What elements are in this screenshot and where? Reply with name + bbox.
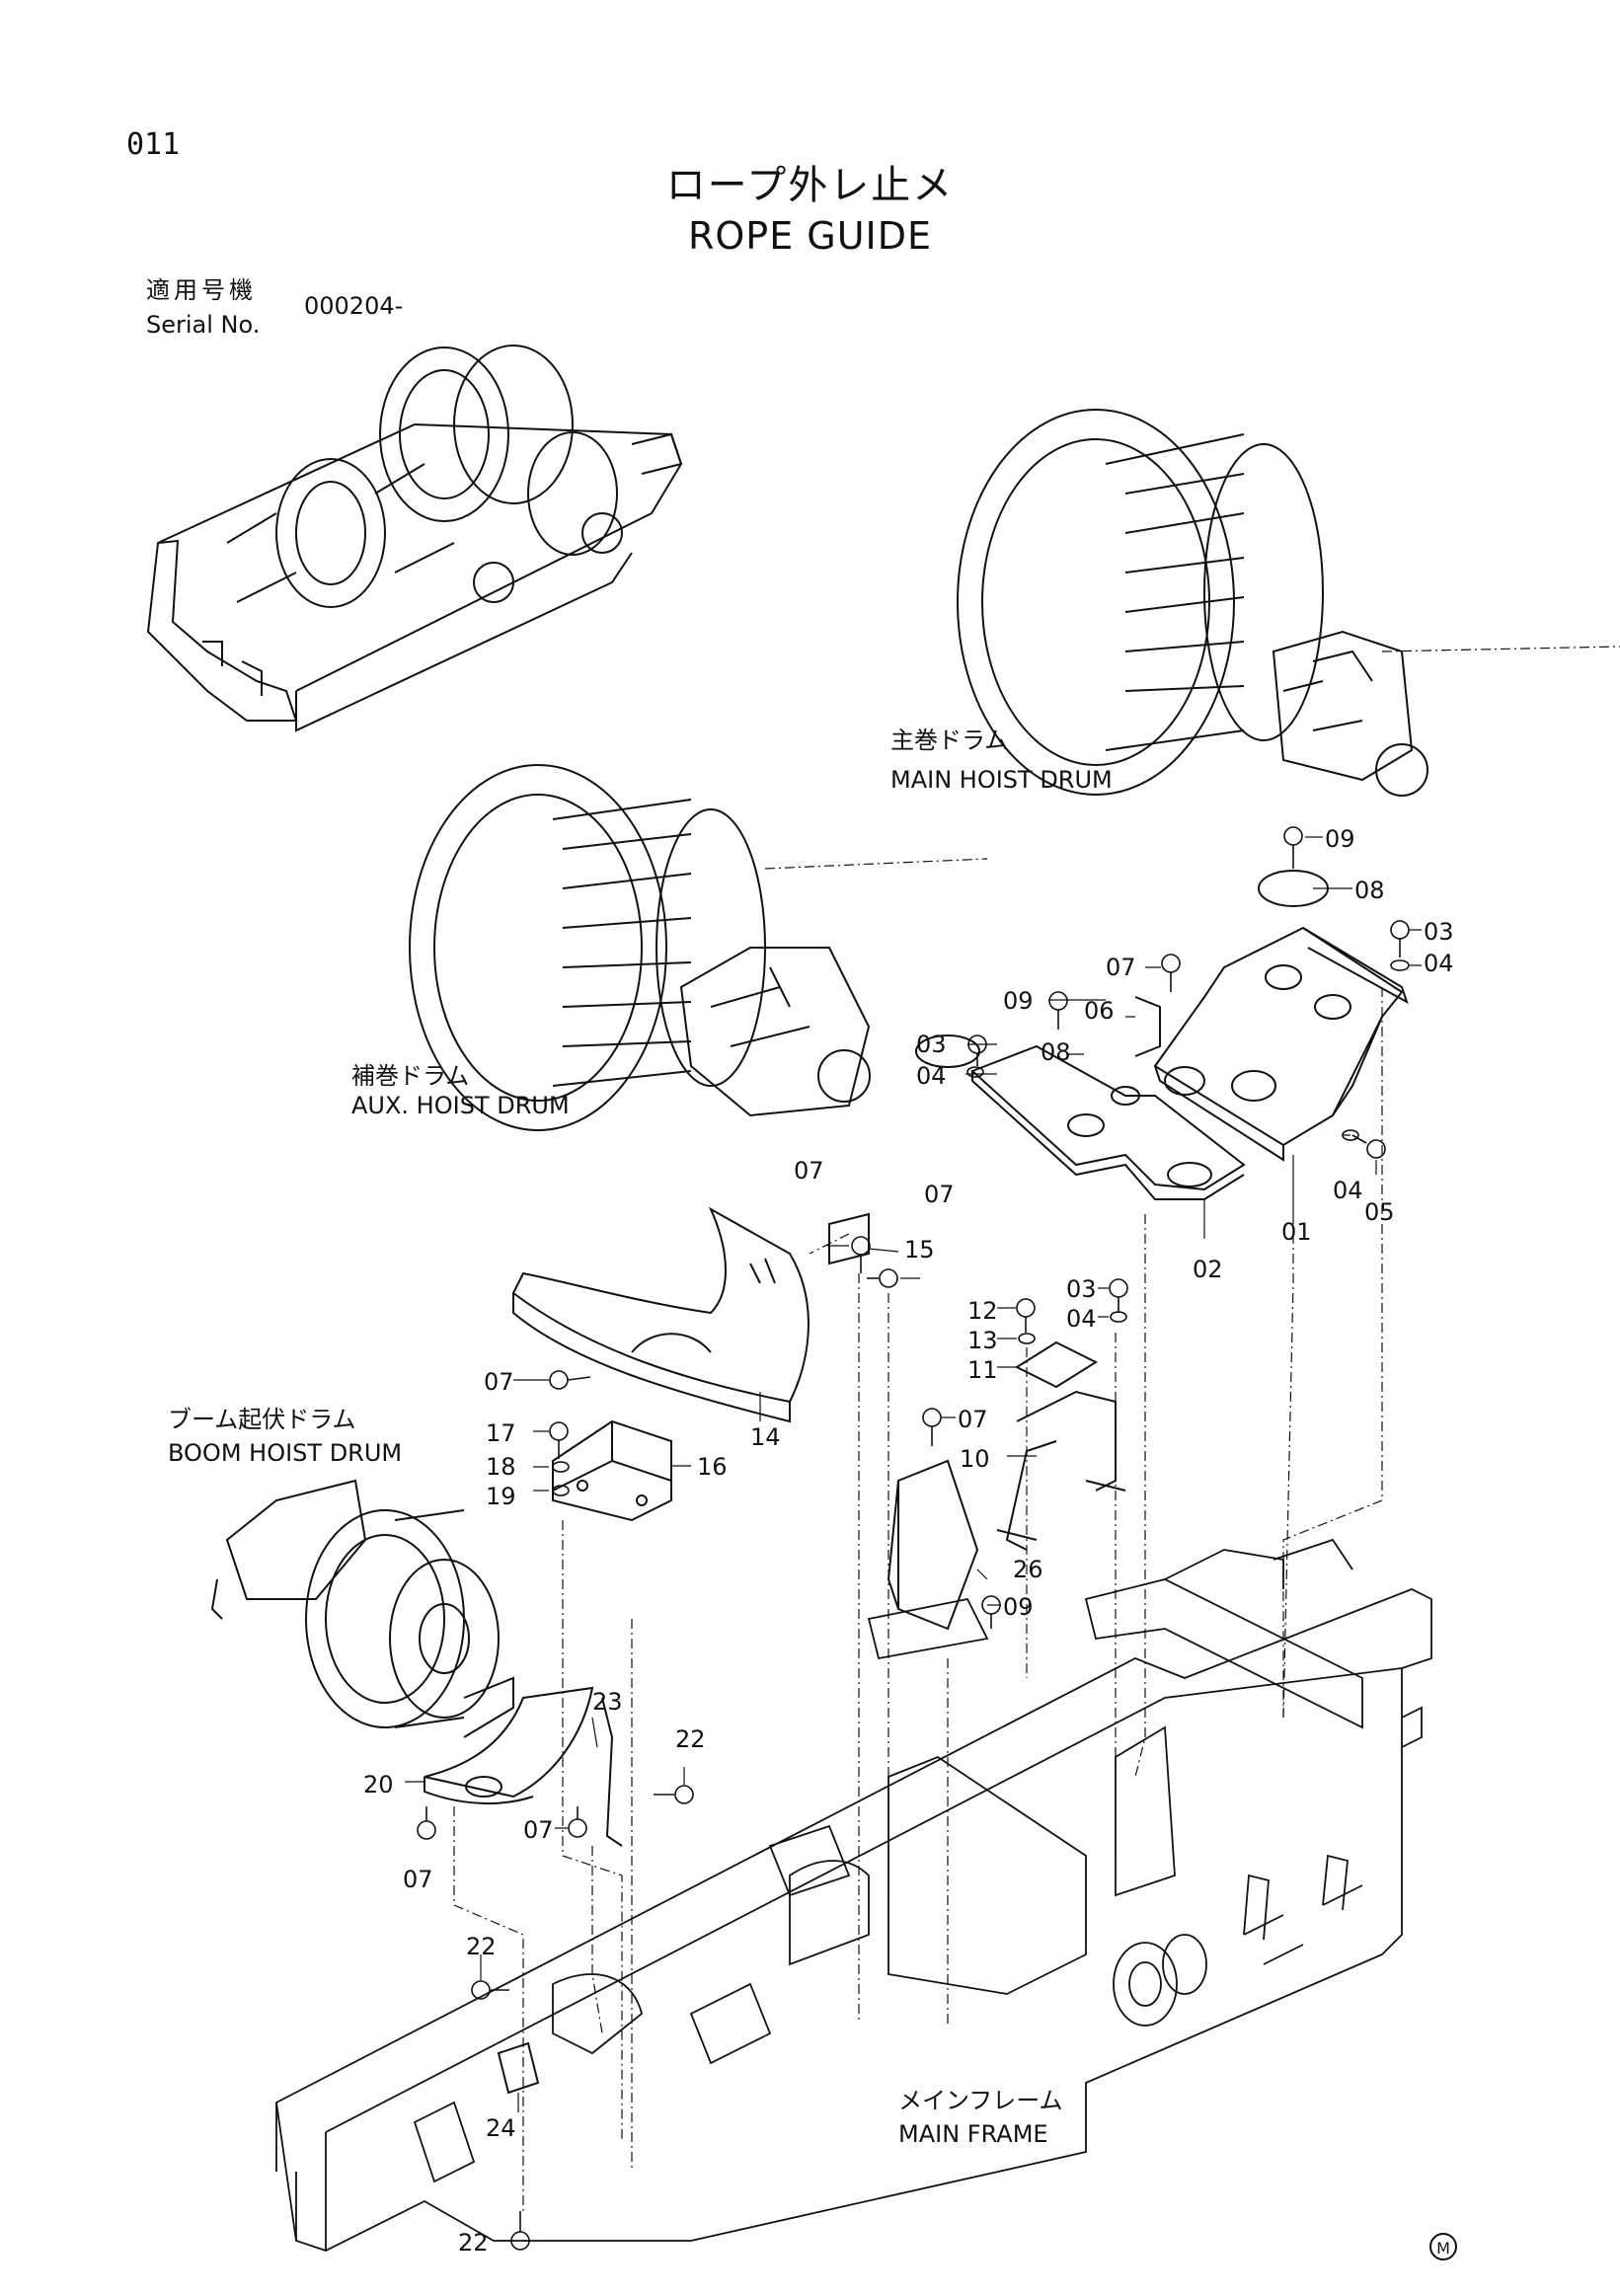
part-label: 07 — [1106, 954, 1136, 981]
serial-number-value: 000204- — [304, 292, 404, 320]
part-label: 07 — [403, 1866, 433, 1893]
part-label: 07 — [924, 1181, 955, 1208]
part-label: 08 — [1041, 1038, 1071, 1066]
title-japanese: ロープ外レ止メ — [665, 163, 955, 208]
serial-label-japanese: 適用号機 — [146, 276, 257, 304]
overview-winch-assembly — [146, 344, 683, 732]
part-label: 16 — [697, 1453, 728, 1481]
small-guides-20-23-24 — [424, 1686, 623, 2095]
part-label: 26 — [1013, 1556, 1043, 1583]
part-label: 07 — [484, 1368, 514, 1396]
part-label: 09 — [1325, 825, 1355, 853]
part-label: 15 — [904, 1236, 935, 1263]
main-hoist-drum-label-en: MAIN HOIST DRUM — [890, 766, 1113, 794]
part-label: 09 — [1003, 1593, 1034, 1621]
boom-hoist-drum-label-jp: ブーム起伏ドラム — [168, 1406, 356, 1433]
part-label: 22 — [675, 1725, 706, 1753]
title-english: ROPE GUIDE — [687, 214, 933, 258]
part-label: 20 — [363, 1771, 394, 1799]
part-label: 02 — [1193, 1256, 1223, 1283]
part-label: 09 — [1003, 987, 1034, 1015]
part-label: 03 — [916, 1031, 947, 1058]
part-label: 24 — [486, 2114, 516, 2142]
part-label: 22 — [466, 1933, 497, 1960]
main-frame-drawing — [275, 1538, 1432, 2252]
main-hoist-drum-drawing — [957, 409, 1428, 797]
serial-label-english: Serial No. — [146, 311, 261, 339]
part-label: 13 — [967, 1327, 998, 1354]
main-frame-label-en: MAIN FRAME — [898, 2120, 1048, 2148]
dashed-assembly-lines — [453, 646, 1620, 2211]
part-label: 03 — [1066, 1275, 1097, 1303]
boom-hoist-drum-label-en: BOOM HOIST DRUM — [168, 1439, 403, 1467]
part-label: 01 — [1281, 1218, 1312, 1246]
part-label: 11 — [967, 1356, 998, 1384]
main-frame-label-jp: メインフレーム — [898, 2087, 1063, 2114]
part-label: 07 — [958, 1406, 988, 1433]
part-label: 04 — [1333, 1177, 1363, 1204]
part-label: 18 — [486, 1453, 516, 1481]
bracket-10-11-26 — [887, 1340, 1126, 1631]
rope-guide-lower-plate — [915, 996, 1246, 1200]
part-label: 08 — [1354, 877, 1385, 904]
part-label: 03 — [1424, 918, 1454, 946]
aux-hoist-drum-drawing — [409, 764, 871, 1131]
leader-lines — [405, 836, 1422, 2242]
part-label: 10 — [960, 1445, 990, 1473]
part-label: 22 — [458, 2229, 489, 2257]
part-label: 05 — [1364, 1198, 1395, 1226]
part-label: 04 — [916, 1062, 947, 1090]
part-label: 14 — [750, 1423, 781, 1451]
part-label: 07 — [523, 1816, 554, 1844]
part-label: 07 — [794, 1157, 824, 1185]
part-label: 04 — [1066, 1305, 1097, 1333]
part-label: 06 — [1084, 997, 1115, 1025]
rope-guide-upper-plate — [1153, 870, 1409, 1162]
hardware — [417, 826, 1410, 2251]
aux-hoist-drum-label-en: AUX. HOIST DRUM — [351, 1092, 570, 1119]
bracket-16 — [552, 1419, 672, 1522]
curved-guide-14 — [511, 1206, 870, 1423]
part-label: 19 — [486, 1483, 516, 1510]
part-label: 23 — [592, 1688, 623, 1716]
part-label: 17 — [486, 1419, 516, 1447]
page-number: 011 — [126, 127, 181, 162]
aux-hoist-drum-label-jp: 補巻ドラム — [351, 1062, 470, 1090]
boom-hoist-drum-drawing — [210, 1479, 514, 1738]
main-hoist-drum-label-jp: 主巻ドラム — [890, 727, 1009, 754]
part-label: 04 — [1424, 950, 1454, 977]
maker-mark-icon: M — [1429, 2233, 1457, 2260]
part-label: 12 — [967, 1297, 998, 1325]
